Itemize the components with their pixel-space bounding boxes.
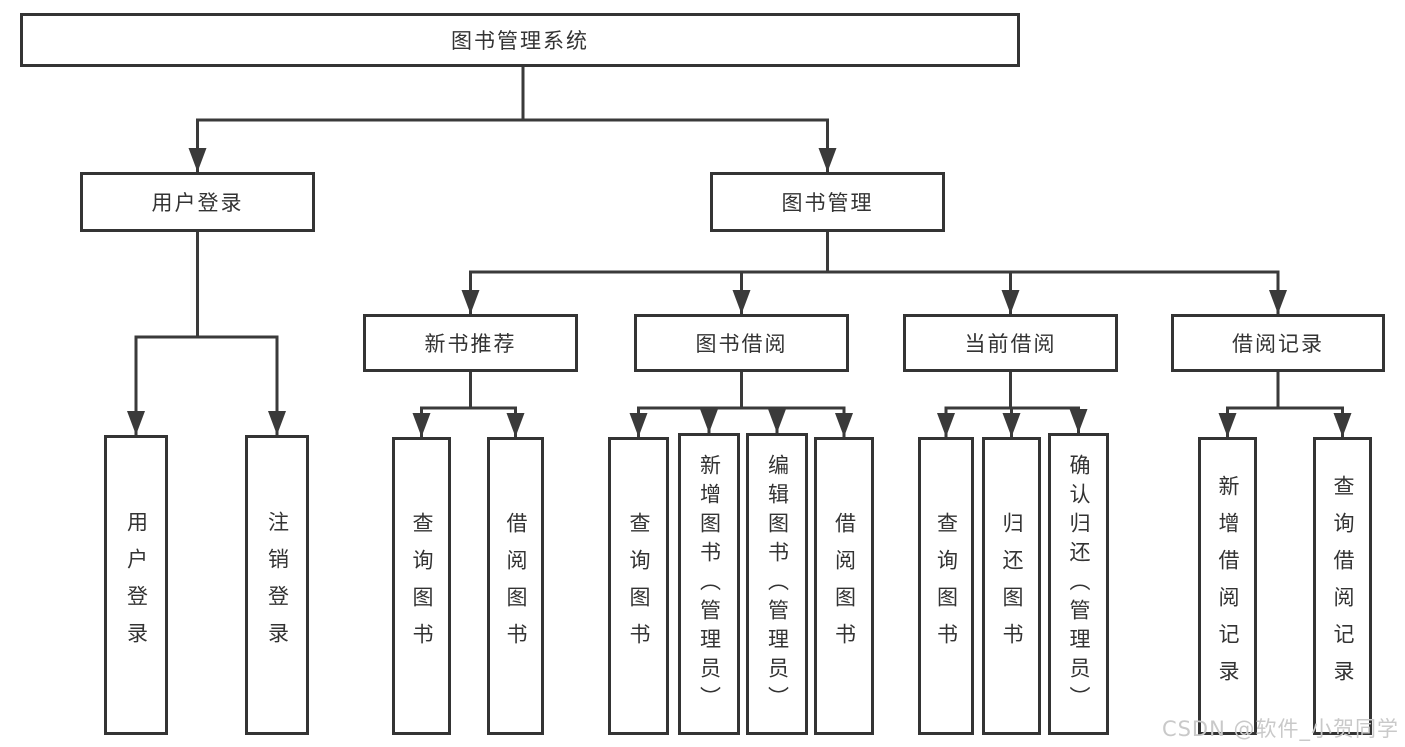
leaf-query-books-3: 查询图书 [918,437,974,735]
leaf-query-books-3-label: 查询图书 [934,512,959,660]
connector-book-borrow-branch [629,372,853,437]
leaf-return-books-label: 归还图书 [1000,512,1024,660]
connector-user-login-branch [127,232,286,435]
leaf-edit-books-admin: 编辑图书（管理员） [746,433,808,735]
leaf-borrow-books-2: 借阅图书 [814,437,874,735]
leaf-add-books-admin: 新增图书（管理员） [678,433,740,735]
node-current-borrowing-label: 当前借阅 [964,332,1057,356]
leaf-borrow-books-1: 借阅图书 [487,437,544,735]
node-current-borrowing: 当前借阅 [903,314,1118,372]
node-root-label: 图书管理系统 [451,29,589,53]
connector-new-book-rec-branch [412,372,525,437]
leaf-query-borrow-record-label: 查询借阅记录 [1331,475,1355,697]
node-user-login: 用户登录 [80,172,315,232]
leaf-user-login: 用户登录 [104,435,168,735]
connector-current-borrow-branch [937,372,1088,437]
node-new-book-recommend: 新书推荐 [363,314,578,372]
leaf-query-books-1-label: 查询图书 [410,512,434,660]
leaf-edit-books-admin-label: 编辑图书（管理员） [765,453,790,715]
leaf-user-login-label: 用户登录 [124,511,149,659]
leaf-query-books-2: 查询图书 [608,437,669,735]
leaf-logout-label: 注销登录 [265,511,290,659]
node-root-library-system: 图书管理系统 [20,13,1020,67]
leaf-query-books-1: 查询图书 [392,437,451,735]
leaf-return-books: 归还图书 [982,437,1041,735]
node-new-book-recommend-label: 新书推荐 [424,332,517,356]
leaf-confirm-return-admin: 确认归还（管理员） [1048,433,1109,735]
node-book-management: 图书管理 [710,172,945,232]
node-book-borrowing: 图书借阅 [634,314,849,372]
leaf-add-borrow-record: 新增借阅记录 [1198,437,1257,735]
leaf-add-books-admin-label: 新增图书（管理员） [697,453,722,715]
leaf-confirm-return-admin-label: 确认归还（管理员） [1067,453,1091,715]
connector-book-mgmt-branch [461,232,1287,314]
leaf-borrow-books-1-label: 借阅图书 [504,512,528,660]
node-book-borrowing-label: 图书借阅 [695,332,788,356]
leaf-query-borrow-record: 查询借阅记录 [1313,437,1372,735]
leaf-add-borrow-record-label: 新增借阅记录 [1216,475,1240,697]
csdn-watermark: CSDN @软件_小贺同学 [1161,717,1399,741]
node-borrowing-records-label: 借阅记录 [1232,332,1324,356]
leaf-logout: 注销登录 [245,435,309,735]
node-borrowing-records: 借阅记录 [1171,314,1385,372]
node-book-management-label: 图书管理 [781,191,874,215]
connector-borrow-records-branch [1218,372,1352,437]
leaf-query-books-2-label: 查询图书 [627,512,651,660]
node-user-login-label: 用户登录 [151,191,244,215]
connector-root-to-level2 [188,67,837,172]
leaf-borrow-books-2-label: 借阅图书 [832,512,857,660]
